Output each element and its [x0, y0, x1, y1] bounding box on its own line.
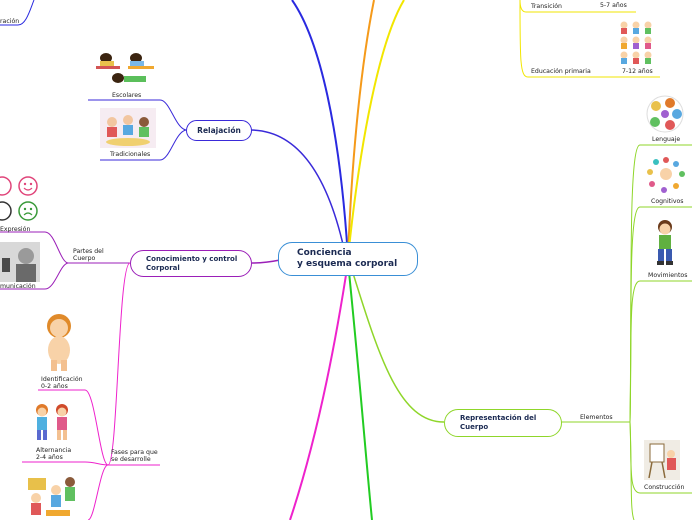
- label-educacion-primaria[interactable]: Educación primaria: [531, 68, 591, 75]
- construction-image: [644, 440, 680, 480]
- topic-representacion-label: Representación del Cuerpo: [460, 414, 537, 431]
- central-topic-title: Conciencia y esquema corporal: [297, 248, 398, 269]
- branch-blue-top: [291, 0, 349, 259]
- emotion-faces-image: [0, 176, 38, 221]
- central-topic[interactable]: Conciencia y esquema corporal: [278, 242, 418, 276]
- label-comunicacion[interactable]: municación: [0, 283, 36, 290]
- label-5-7-anos[interactable]: 5-7 años: [600, 2, 627, 9]
- label-tradicionales[interactable]: Tradicionales: [110, 151, 151, 158]
- two-children-image: [36, 404, 68, 440]
- children-circle-image: [100, 108, 156, 148]
- label-identificacion[interactable]: Identificación 0-2 años: [41, 376, 83, 390]
- branch-magenta-bottom: [289, 261, 349, 520]
- link-alternancia: [22, 461, 109, 466]
- link-fases: [107, 262, 160, 466]
- topic-representacion[interactable]: Representación del Cuerpo: [444, 409, 562, 437]
- link-tradicionales: [100, 129, 187, 161]
- label-7-12-anos[interactable]: 7-12 años: [622, 68, 653, 75]
- children-resting-image: [96, 53, 154, 83]
- moving-child-image: [657, 220, 673, 265]
- label-top-cut[interactable]: ración: [0, 18, 20, 25]
- label-construccion[interactable]: Construcción: [644, 484, 685, 491]
- branch-relajacion: [249, 129, 347, 259]
- label-lenguaje[interactable]: Lenguaje: [652, 136, 681, 143]
- language-faces-image: [646, 95, 684, 133]
- cognitive-icons-image: [647, 157, 685, 193]
- label-expresion[interactable]: Expresión: [0, 226, 31, 233]
- label-alternancia[interactable]: Alternancia 2-4 años: [36, 447, 72, 461]
- branch-conocimiento: [251, 259, 281, 264]
- link-fases-bottom: [87, 464, 109, 520]
- communication-photo: [0, 242, 40, 282]
- label-fases[interactable]: Fases para que se desarrolle: [111, 449, 158, 463]
- topic-relajacion[interactable]: Relajación: [186, 120, 252, 141]
- label-cognitivos[interactable]: Cognitivos: [651, 198, 684, 205]
- branch-green-bottom: [347, 261, 373, 520]
- label-transicion[interactable]: Transición: [531, 3, 562, 10]
- link-top-cut: [0, 0, 35, 26]
- label-escolares[interactable]: Escolares: [112, 92, 142, 99]
- children-playing-image: [28, 477, 75, 516]
- label-movimientos[interactable]: Movimientos: [648, 272, 688, 279]
- link-identificacion: [38, 389, 109, 466]
- branch-yellow-top: [347, 0, 405, 259]
- link-escolares: [88, 99, 187, 131]
- link-bottom-right: [629, 421, 635, 520]
- branch-representacion: [351, 269, 445, 423]
- branch-orange-top: [347, 0, 375, 259]
- link-primaria: [519, 0, 590, 78]
- link-movimientos: [629, 280, 692, 423]
- topic-conocimiento-label: Conocimiento y control Corporal: [146, 254, 238, 272]
- toddler-image: [47, 314, 71, 371]
- link-comunicacion: [0, 262, 69, 290]
- label-partes-del-cuerpo[interactable]: Partes del Cuerpo: [73, 248, 104, 262]
- topic-conocimiento[interactable]: Conocimiento y control Corporal: [130, 250, 252, 277]
- children-grid-image: [620, 21, 652, 64]
- link-expresion: [0, 231, 69, 264]
- topic-relajacion-label: Relajación: [197, 126, 241, 135]
- label-elementos[interactable]: Elementos: [580, 414, 613, 421]
